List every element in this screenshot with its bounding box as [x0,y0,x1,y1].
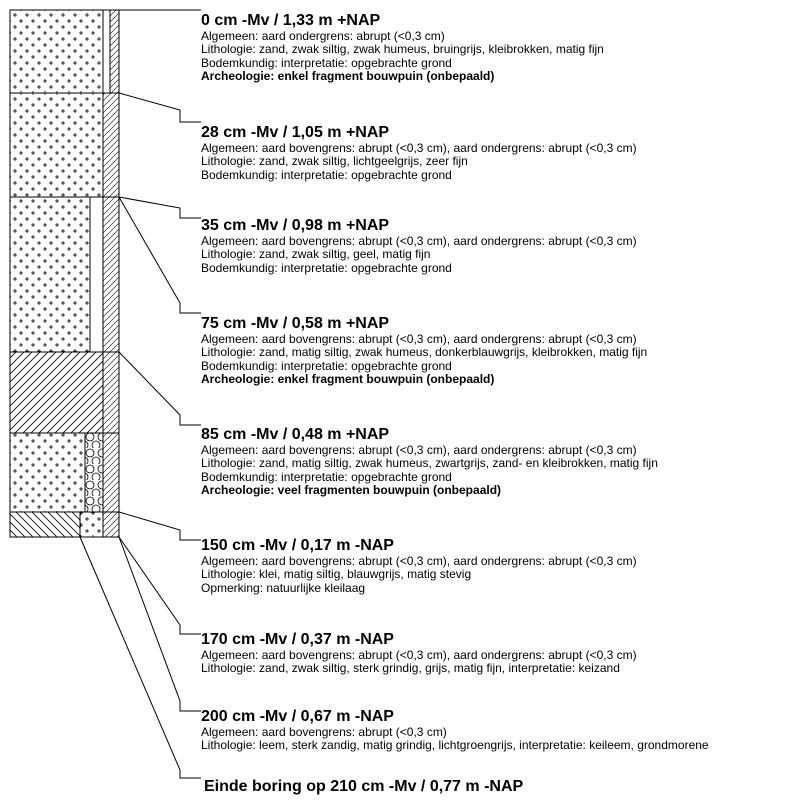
layer-description-8: 200 cm -Mv / 0,67 m -NAP Algemeen: aard … [201,707,799,753]
leader-line-9 [79,536,201,779]
layer-6-sand [79,511,104,538]
layer-depth-title: 85 cm -Mv / 0,48 m +NAP [201,426,390,443]
layer-depth-title: 200 cm -Mv / 0,67 m -NAP [201,708,394,725]
layer-description-3: 35 cm -Mv / 0,98 m +NAP Algemeen: aard b… [201,216,799,275]
layer-bodemkundig: Bodemkundig: interpretatie: opgebrachte … [201,469,452,484]
layer-1-fill [9,9,104,94]
layer-algemeen: Algemeen: aard bovengrens: abrupt (<0,3 … [201,648,637,662]
layer-bodemkundig: Bodemkundig: interpretatie: opgebrachte … [201,167,452,182]
layer-algemeen: Algemeen: aard bovengrens: abrupt (<0,3 … [201,554,637,568]
layer-3-fill [9,196,91,353]
leader-line-7 [118,536,201,635]
leader-lines [79,9,201,779]
layer-depth-title: 150 cm -Mv / 0,17 m -NAP [201,537,394,554]
layer-depth-title: 0 cm -Mv / 1,33 m +NAP [201,12,381,29]
layer-lithologie: Lithologie: klei, matig siltig, blauwgri… [201,567,472,582]
layer-description-7: 170 cm -Mv / 0,37 m -NAP Algemeen: aard … [201,630,799,676]
layer-algemeen: Algemeen: aard bovengrens: abrupt (<0,3 … [201,725,447,739]
layer-description-4: 75 cm -Mv / 0,58 m +NAP Algemeen: aard b… [201,314,799,387]
layer-archeologie: Archeologie: enkel fragment bouwpuin (on… [201,69,495,84]
layer-2-fill [9,92,104,198]
layer-archeologie: Archeologie: enkel fragment bouwpuin (on… [201,372,495,387]
layer-description-1: 0 cm -Mv / 1,33 m +NAP Algemeen: aard on… [201,11,799,84]
layer-algemeen: Algemeen: aard bovengrens: abrupt (<0,3 … [201,332,637,346]
layer-algemeen: Algemeen: aard bovengrens: abrupt (<0,3 … [201,443,637,457]
layer-4-fill [9,351,104,434]
layer-depth-title: 35 cm -Mv / 0,98 m +NAP [201,217,390,234]
leader-line-5 [118,351,201,426]
layer-lithologie: Lithologie: zand, matig siltig, zwak hum… [201,456,658,471]
layer-lithologie: Lithologie: leem, sterk zandig, matig gr… [201,738,709,753]
layer-lithologie: Lithologie: zand, zwak siltig, geel, mat… [201,247,431,262]
layer-depth-title: 28 cm -Mv / 1,05 m +NAP [201,124,390,141]
layer-archeologie: Archeologie: veel fragmenten bouwpuin (o… [201,483,502,498]
layer-6-fill [9,511,81,538]
layer-depth-title: 75 cm -Mv / 0,58 m +NAP [201,315,390,332]
leader-line-3 [118,196,201,219]
layer-lithologie: Lithologie: zand, zwak siltig, lichtgeel… [201,154,468,169]
layer-boundaries [10,92,119,538]
end-of-boring-label: Einde boring op 210 cm -Mv / 0,77 m -NAP [204,778,524,795]
layer-algemeen: Algemeen: aard bovengrens: abrupt (<0,3 … [201,141,637,155]
layer-lithologie: Lithologie: zand, matig siltig, zwak hum… [201,345,648,360]
layer-description-5: 85 cm -Mv / 0,48 m +NAP Algemeen: aard b… [201,425,799,498]
layer-description-6: 150 cm -Mv / 0,17 m -NAP Algemeen: aard … [201,536,799,595]
leader-line-6 [118,511,201,541]
layer-opmerking: Opmerking: natuurlijke kleilaag [201,580,366,595]
layer-lithologie: Lithologie: zand, zwak siltig, sterk gri… [201,661,620,676]
leader-line-4 [118,196,201,314]
layer-description-2: 28 cm -Mv / 1,05 m +NAP Algemeen: aard b… [201,123,799,182]
layer-bodemkundig: Bodemkundig: interpretatie: opgebrachte … [201,358,452,373]
layer-depth-title: 170 cm -Mv / 0,37 m -NAP [201,631,394,648]
layer-5-gravel [84,432,104,513]
layer-bodemkundig: Bodemkundig: interpretatie: opgebrachte … [201,55,452,70]
leader-line-2 [118,92,201,123]
layer-algemeen: Algemeen: aard bovengrens: abrupt (<0,3 … [201,234,637,248]
layer-fills [9,9,104,538]
layer-algemeen: Algemeen: aard ondergrens: abrupt (<0,3 … [201,29,445,43]
layer-5-fill [9,432,86,513]
layer-bodemkundig: Bodemkundig: interpretatie: opgebrachte … [201,260,452,275]
layer-lithologie: Lithologie: zand, zwak siltig, zwak hume… [201,42,604,57]
leader-line-8 [118,536,201,712]
